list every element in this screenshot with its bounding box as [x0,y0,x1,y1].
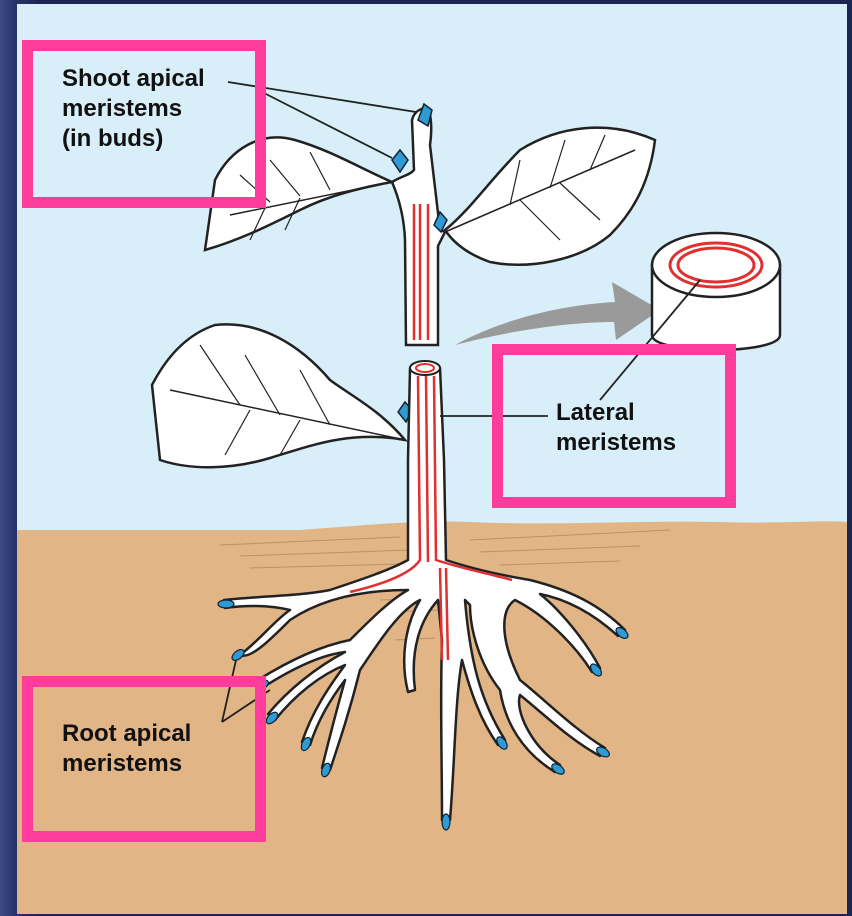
root-tip [442,814,450,830]
root-tip [218,600,234,608]
shoot-apical-highlight-box [22,40,266,208]
lateral-highlight-box [492,344,736,508]
stem-cross-section [652,233,780,350]
root-apical-highlight-box [22,676,266,842]
